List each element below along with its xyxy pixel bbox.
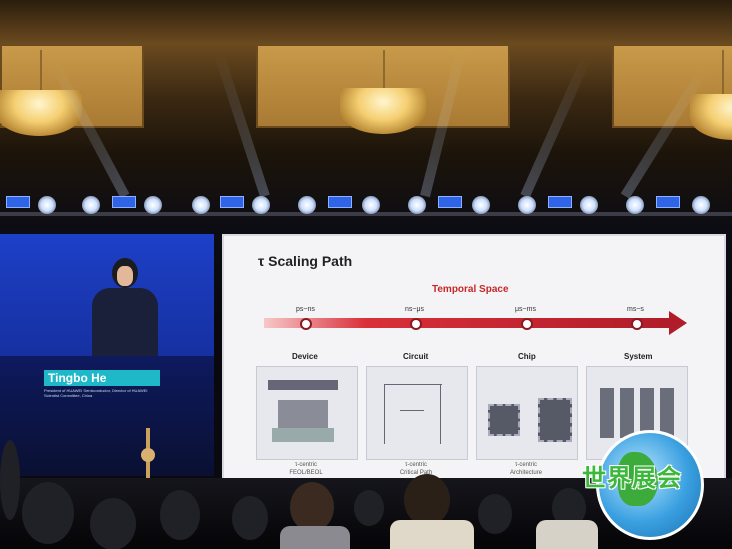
tick-label: ps~ns: [296, 306, 315, 313]
stage-light-blue: [548, 196, 572, 208]
timeline-tick: [410, 318, 422, 330]
stage-caption: FEOL/BEOL: [289, 470, 323, 476]
stage-light-blue: [438, 196, 462, 208]
stage-light: [252, 196, 270, 214]
lighting-truss: [0, 212, 732, 216]
audience-head: [0, 440, 20, 520]
globe-landmass: [618, 452, 658, 506]
stage-light-blue: [6, 196, 30, 208]
timeline-tick: [521, 318, 533, 330]
stage-light-blue: [656, 196, 680, 208]
watermark-text: 世界展会: [582, 465, 682, 492]
audience-head: [90, 498, 136, 549]
stage-light: [692, 196, 710, 214]
audience-head: [478, 494, 512, 534]
stage-caption: τ-centric: [404, 462, 428, 468]
timeline-tick: [631, 318, 643, 330]
timeline-arrow: [264, 318, 669, 328]
audience-shirt: [536, 520, 598, 549]
server-rack-icon: [620, 388, 634, 438]
stage-light: [82, 196, 100, 214]
speaker-face: [117, 266, 133, 286]
stage-light: [518, 196, 536, 214]
chandelier-chain: [383, 50, 385, 90]
audience-head: [22, 482, 74, 544]
light-beam: [520, 56, 591, 199]
speaker-name: Tingbo He: [44, 370, 160, 386]
device-structure: [268, 380, 338, 390]
timeline-arrowhead: [669, 311, 687, 335]
stage-label: System: [624, 352, 653, 361]
audience-head: [232, 496, 268, 540]
chip-icon: [488, 404, 520, 436]
server-rack-icon: [660, 388, 674, 438]
speaker-caption: President of HUAWEI Semiconductor, Direc…: [44, 388, 148, 398]
stage-light: [626, 196, 644, 214]
audience-head: [404, 474, 450, 526]
chandelier-right: [690, 94, 732, 140]
stage-label: Chip: [518, 352, 536, 361]
slide-title: τ Scaling Path: [258, 253, 353, 269]
stage-light-blue: [220, 196, 244, 208]
stage-caption: Critical Path: [399, 470, 433, 476]
circuit-schematic: [384, 384, 385, 444]
circuit-schematic: [440, 384, 441, 444]
device-structure: [278, 400, 328, 428]
stage-light-blue: [328, 196, 352, 208]
temporal-space-label: Temporal Space: [432, 284, 509, 295]
device-structure: [272, 428, 334, 442]
chip-icon: [538, 398, 572, 442]
stage-light: [298, 196, 316, 214]
audience-head: [160, 490, 200, 540]
stage-light: [472, 196, 490, 214]
circuit-diagram-panel: [366, 366, 468, 460]
server-rack-icon: [600, 388, 614, 438]
stage-light: [408, 196, 426, 214]
tick-label: μs~ms: [515, 306, 536, 313]
chandelier-left: [0, 90, 82, 136]
stage-light: [362, 196, 380, 214]
circuit-schematic: [384, 384, 442, 385]
stage-caption: τ-centric: [514, 462, 538, 468]
speaker-figure: [88, 258, 162, 358]
stage-light: [580, 196, 598, 214]
stage-light: [38, 196, 56, 214]
tv-tower-sphere: [141, 448, 155, 462]
server-rack-icon: [640, 388, 654, 438]
tick-label: ns~μs: [405, 306, 425, 313]
circuit-schematic: [400, 410, 424, 411]
tick-label: ms~s: [627, 306, 644, 313]
audience-shirt: [390, 520, 474, 549]
stage-light-blue: [112, 196, 136, 208]
stage-light: [144, 196, 162, 214]
chandelier-center: [340, 88, 426, 134]
audience-head: [290, 482, 334, 532]
stage-caption: τ-centric: [294, 462, 318, 468]
stage-label: Device: [292, 352, 318, 361]
timeline-tick: [300, 318, 312, 330]
audience-shirt: [280, 526, 350, 549]
stage-light: [192, 196, 210, 214]
chandelier-chain: [722, 50, 724, 95]
audience-head: [354, 490, 384, 526]
stage-caption: Architecture: [509, 470, 542, 476]
speaker-body: [92, 288, 158, 358]
stage-label: Circuit: [403, 352, 429, 361]
chandelier-chain: [40, 50, 42, 90]
